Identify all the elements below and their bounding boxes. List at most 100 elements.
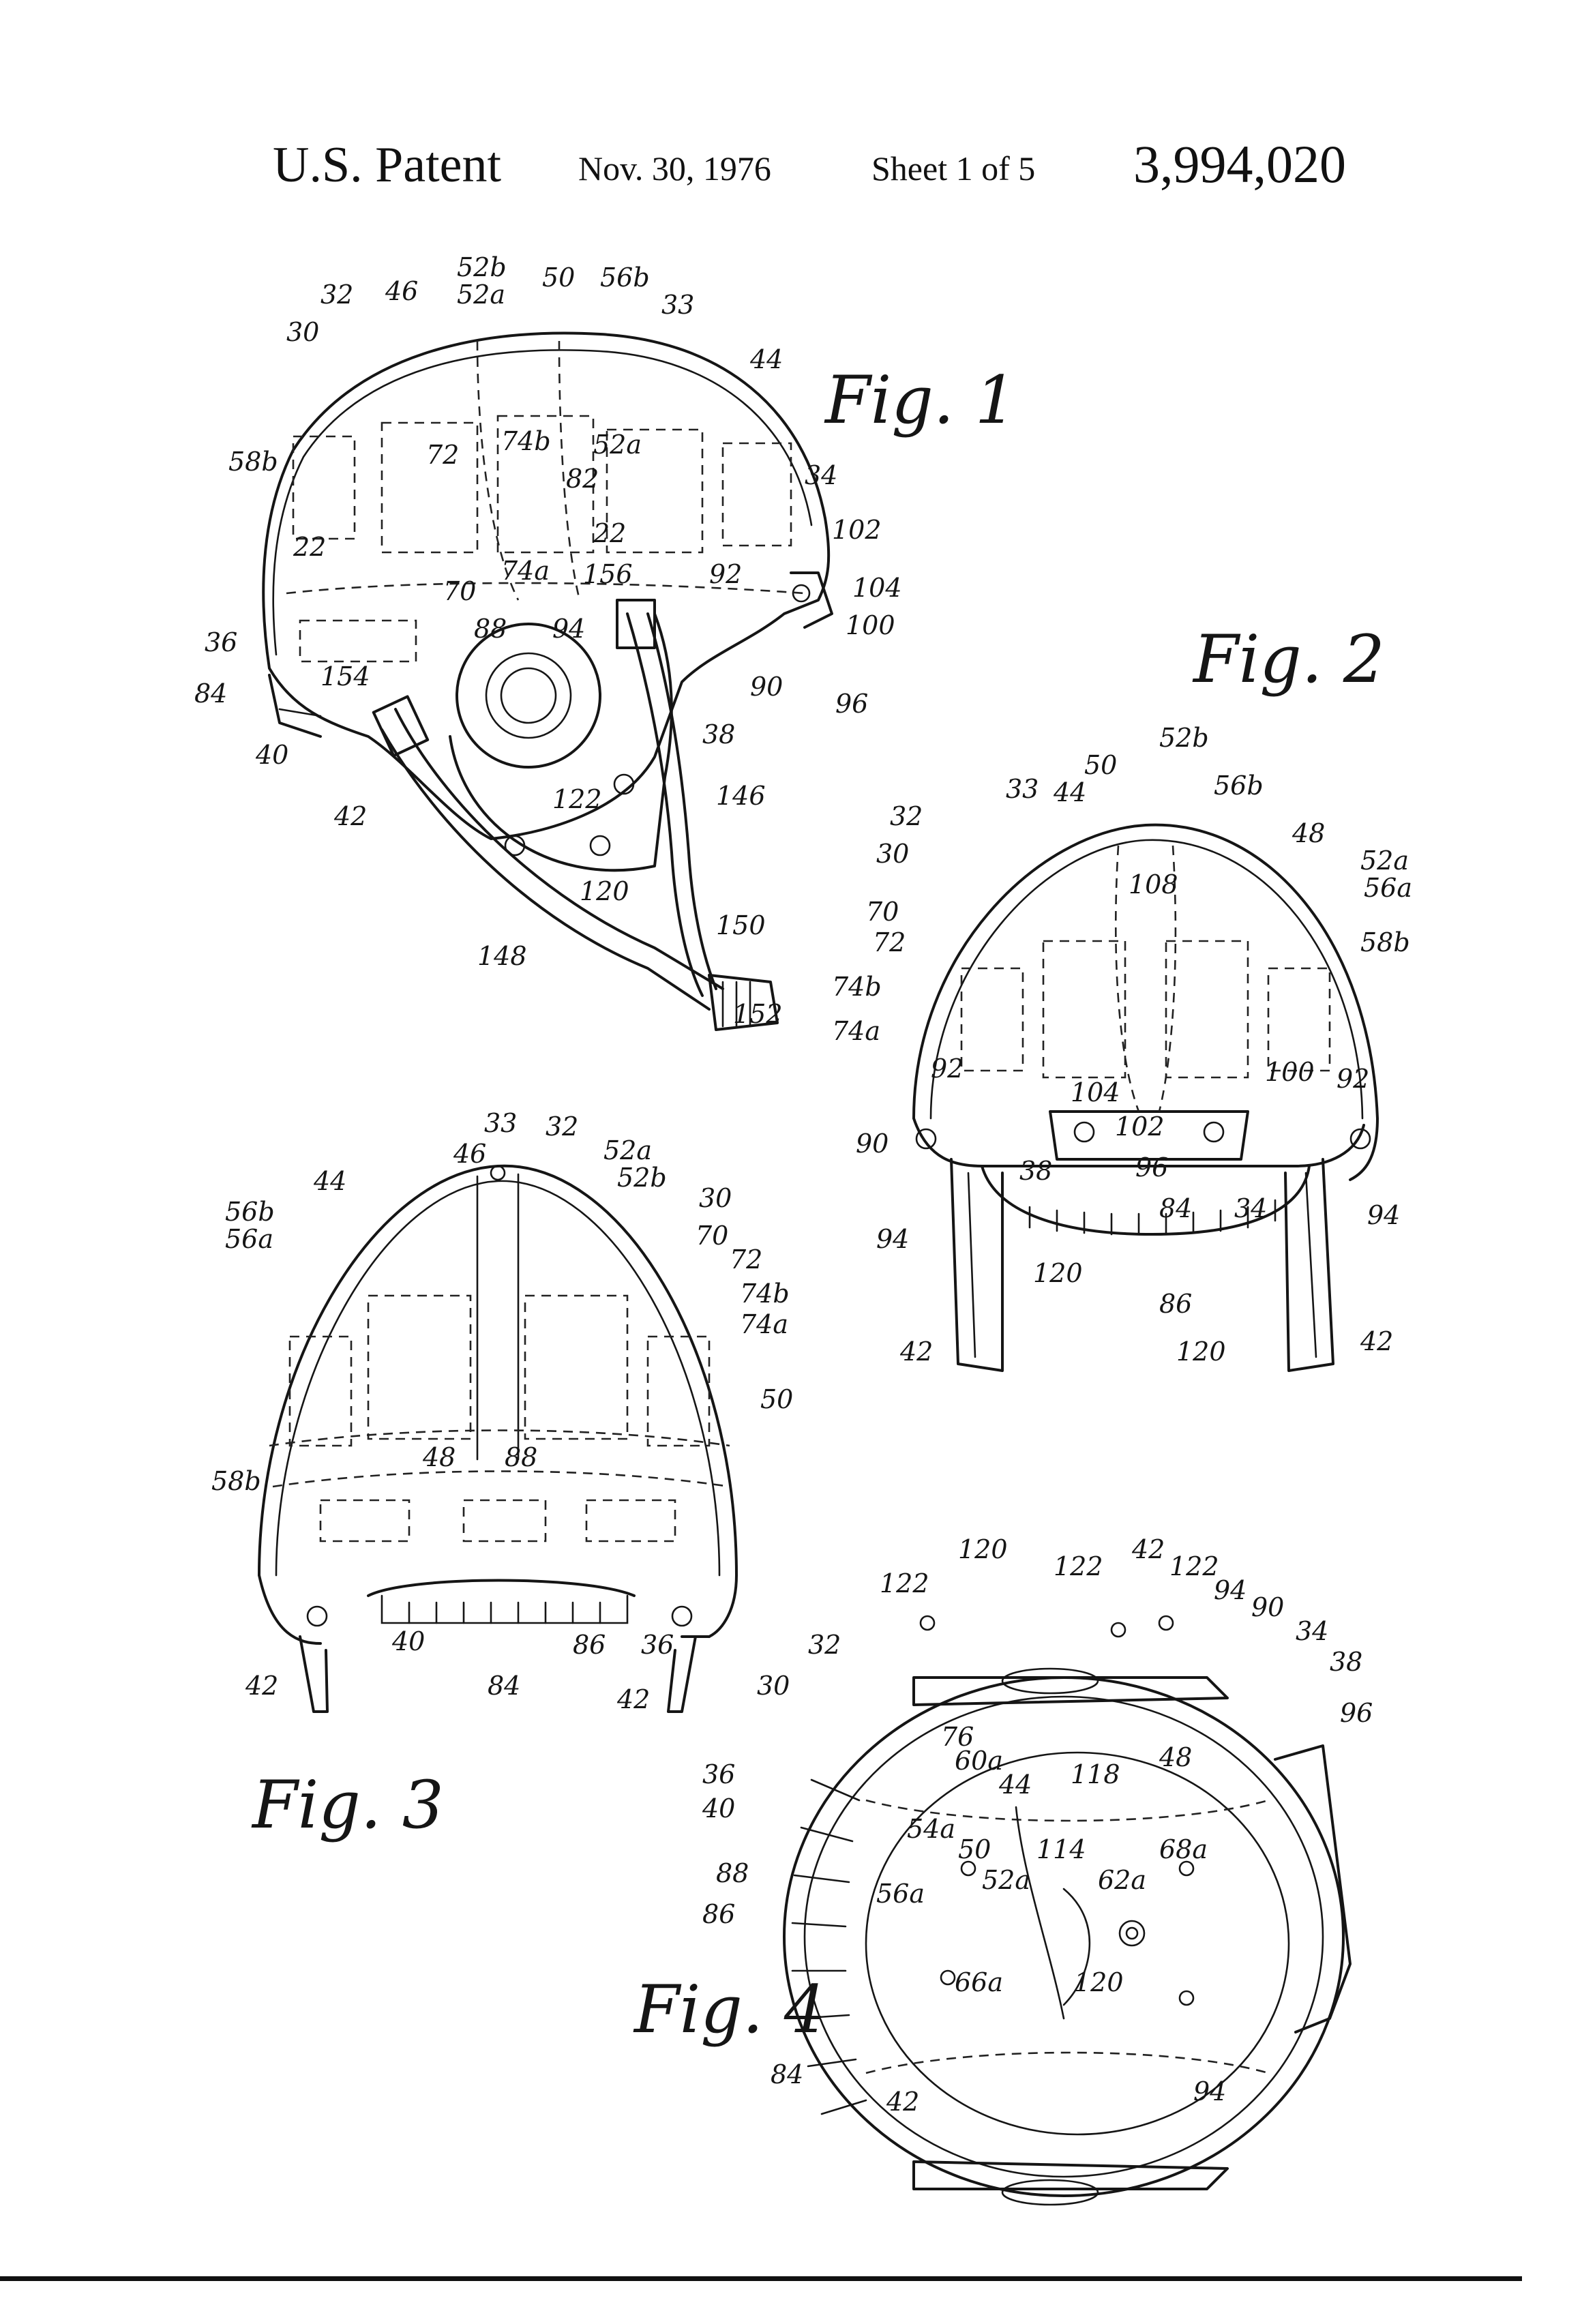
ref-numeral: 72 [873, 927, 906, 957]
patent-office-title: U.S. Patent [273, 137, 502, 193]
ref-numeral: 118 [1071, 1759, 1120, 1789]
ref-numeral: 44 [749, 344, 783, 374]
ref-numeral: 52a [457, 280, 505, 310]
ref-numeral: 122 [880, 1568, 929, 1598]
ref-numeral: 42 [1131, 1534, 1165, 1564]
ref-numeral: 74a [501, 556, 550, 586]
ref-numeral: 52a [593, 430, 642, 460]
ref-numeral: 122 [1054, 1551, 1103, 1581]
ref-numeral: 86 [702, 1899, 735, 1929]
ref-numeral: 42 [333, 801, 367, 831]
ref-numeral: 58b [211, 1466, 261, 1496]
ref-numeral: 58b [1360, 927, 1410, 957]
ref-numeral: 72 [426, 440, 459, 470]
ref-numeral: 22 [293, 532, 326, 562]
ref-numeral: 56b [1214, 771, 1264, 801]
ref-numeral: 148 [477, 941, 527, 971]
fig3-reference-numerals: 33 32 46 52a 44 52b 30 56b 70 56a 72 74b… [211, 1108, 793, 1714]
ref-numeral: 102 [832, 515, 882, 545]
ref-numeral: 86 [573, 1630, 606, 1660]
ref-numeral: 52a [1360, 846, 1409, 876]
ref-numeral: 33 [661, 290, 694, 320]
ref-numeral: 46 [453, 1139, 486, 1169]
ref-numeral: 84 [1159, 1193, 1192, 1223]
ref-numeral: 100 [846, 610, 895, 640]
fig4-reference-numerals: 120 42 122 122 122 94 90 32 34 38 30 96 … [702, 1534, 1373, 2117]
ref-numeral: 72 [730, 1245, 762, 1275]
ref-numeral: 120 [1033, 1258, 1083, 1288]
ref-numeral: 50 [1084, 750, 1117, 780]
ref-numeral: 56b [600, 263, 650, 293]
ref-numeral: 30 [286, 317, 319, 347]
ref-numeral: 38 [702, 719, 735, 749]
ref-numeral: 40 [391, 1626, 425, 1656]
ref-numeral: 50 [760, 1384, 793, 1414]
ref-numeral: 88 [474, 614, 507, 644]
ref-numeral: 38 [1330, 1647, 1362, 1677]
ref-numeral: 48 [1292, 818, 1325, 848]
fig4-label: Fig. 4 [633, 1971, 826, 2048]
ref-numeral: 56a [876, 1879, 925, 1909]
ref-numeral: 120 [1074, 1967, 1124, 1997]
ref-numeral: 92 [709, 559, 742, 589]
ref-numeral: 56a [225, 1224, 273, 1254]
ref-numeral: 104 [1071, 1077, 1120, 1107]
ref-numeral: 102 [1115, 1112, 1165, 1142]
patent-number: 3,994,020 [1133, 134, 1346, 194]
ref-numeral: 122 [552, 784, 602, 814]
ref-numeral: 88 [716, 1858, 749, 1888]
ref-numeral: 34 [1234, 1193, 1267, 1223]
ref-numeral: 50 [542, 263, 575, 293]
ref-numeral: 42 [616, 1684, 650, 1714]
ref-numeral: 32 [546, 1112, 578, 1142]
ref-numeral: 30 [757, 1671, 790, 1701]
ref-numeral: 92 [931, 1054, 964, 1084]
ref-numeral: 32 [320, 280, 353, 310]
patent-date: Nov. 30, 1976 [578, 149, 771, 188]
ref-numeral: 52a [982, 1865, 1030, 1895]
ref-numeral: 42 [886, 2087, 919, 2117]
sheet-number: Sheet 1 of 5 [871, 149, 1036, 188]
ref-numeral: 52b [1159, 723, 1209, 753]
ref-numeral: 150 [716, 910, 766, 940]
ref-numeral: 94 [1367, 1200, 1400, 1230]
ref-numeral: 122 [1169, 1551, 1219, 1581]
ref-numeral: 96 [1340, 1698, 1373, 1728]
ref-numeral: 44 [998, 1770, 1032, 1800]
ref-numeral: 58b [228, 447, 278, 477]
ref-numeral: 22 [593, 518, 626, 548]
fig2-drawing [912, 823, 1379, 1372]
ref-numeral: 90 [1251, 1592, 1284, 1622]
ref-numeral: 120 [958, 1534, 1008, 1564]
ref-numeral: 92 [1337, 1064, 1369, 1094]
ref-numeral: 152 [733, 999, 783, 1029]
ref-numeral: 48 [1159, 1742, 1192, 1772]
fig3-label: Fig. 3 [251, 1767, 444, 1843]
ref-numeral: 38 [1019, 1156, 1052, 1186]
ref-numeral: 36 [641, 1630, 674, 1660]
ref-numeral: 96 [835, 689, 868, 719]
ref-numeral: 52a [603, 1135, 652, 1165]
ref-numeral: 114 [1036, 1834, 1086, 1864]
ref-numeral: 32 [890, 801, 923, 831]
ref-numeral: 42 [1360, 1326, 1393, 1356]
ref-numeral: 30 [699, 1183, 732, 1213]
ref-numeral: 74b [832, 972, 882, 1002]
ref-numeral: 34 [1296, 1616, 1328, 1646]
ref-numeral: 50 [958, 1834, 991, 1864]
ref-numeral: 156 [583, 559, 633, 589]
ref-numeral: 82 [566, 464, 599, 494]
ref-numeral: 70 [696, 1221, 728, 1251]
ref-numeral: 88 [505, 1442, 537, 1472]
fig4-drawing [783, 1615, 1352, 2206]
ref-numeral: 44 [1053, 777, 1086, 807]
ref-numeral: 33 [1006, 774, 1039, 804]
ref-numeral: 68a [1159, 1834, 1208, 1864]
ref-numeral: 108 [1129, 869, 1178, 899]
ref-numeral: 94 [1214, 1575, 1247, 1605]
ref-numeral: 54a [907, 1814, 955, 1844]
ref-numeral: 34 [805, 460, 837, 490]
ref-numeral: 33 [484, 1108, 517, 1138]
ref-numeral: 154 [320, 661, 370, 691]
